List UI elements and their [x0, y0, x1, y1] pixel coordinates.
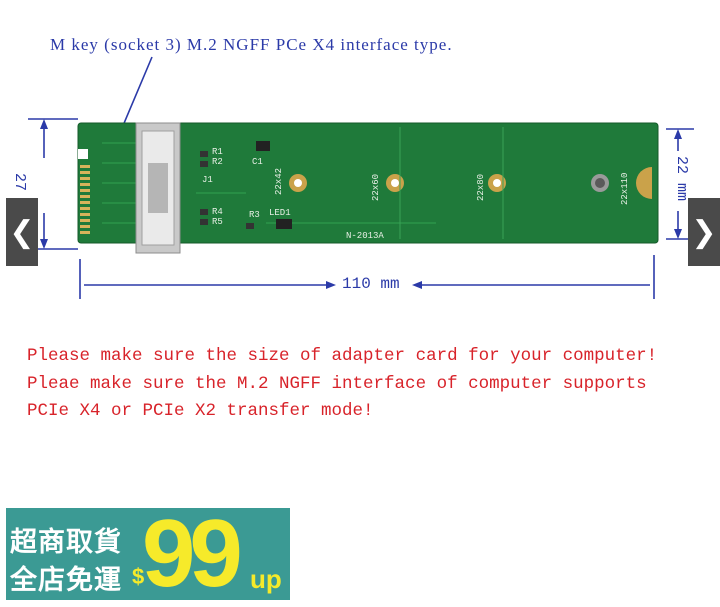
chevron-left-icon: ❮ — [9, 214, 35, 250]
warning-line: Please make sure the size of adapter car… — [27, 346, 658, 366]
board-c1-label: C1 — [252, 157, 263, 167]
board-r2-label: R2 — [212, 157, 223, 167]
board-model-label: N-2013A — [346, 231, 384, 241]
chevron-right-icon: ❯ — [691, 214, 717, 250]
promo-banner[interactable]: 超商取貨 全店免運 $ 99 up — [6, 508, 290, 600]
board-mount-80-label: 22x80 — [476, 173, 486, 201]
board-j1-label: J1 — [202, 175, 213, 185]
promo-currency: $ — [132, 564, 145, 589]
adapter-board-diagram — [28, 56, 694, 299]
product-image: M key (socket 3) M.2 NGFF PCe X4 interfa… — [6, 23, 720, 423]
board-led-label: LED1 — [269, 208, 291, 218]
board-r5-label: R5 — [212, 217, 223, 227]
promo-amount: 99 — [142, 508, 243, 600]
board-r3-label: R3 — [249, 210, 260, 220]
board-mount-110-label: 22x110 — [620, 172, 630, 205]
board-r1-label: R1 — [212, 147, 223, 157]
product-caption: M key (socket 3) M.2 NGFF PCe X4 interfa… — [50, 35, 453, 54]
board-mount-60-label: 22x60 — [371, 173, 381, 201]
promo-free-shipping-text: 全店免運 — [10, 565, 122, 596]
dimension-length: 110 mm — [342, 275, 400, 293]
promo-suffix: up — [250, 564, 282, 594]
board-r4-label: R4 — [212, 207, 223, 217]
dimension-height-right: 22 mm — [673, 156, 690, 202]
gallery-next-button[interactable]: ❯ — [688, 198, 720, 266]
gallery-prev-button[interactable]: ❮ — [6, 198, 38, 266]
board-mount-42-label: 22x42 — [274, 167, 284, 195]
compatibility-warnings: Please make sure the size of adapter car… — [27, 343, 657, 423]
warning-line: Pleae make sure the M.2 NGFF interface o… — [27, 373, 647, 394]
warning-line: PCIe X4 or PCIe X2 transfer mode! — [27, 401, 374, 421]
promo-pickup-text: 超商取貨 — [10, 527, 122, 558]
